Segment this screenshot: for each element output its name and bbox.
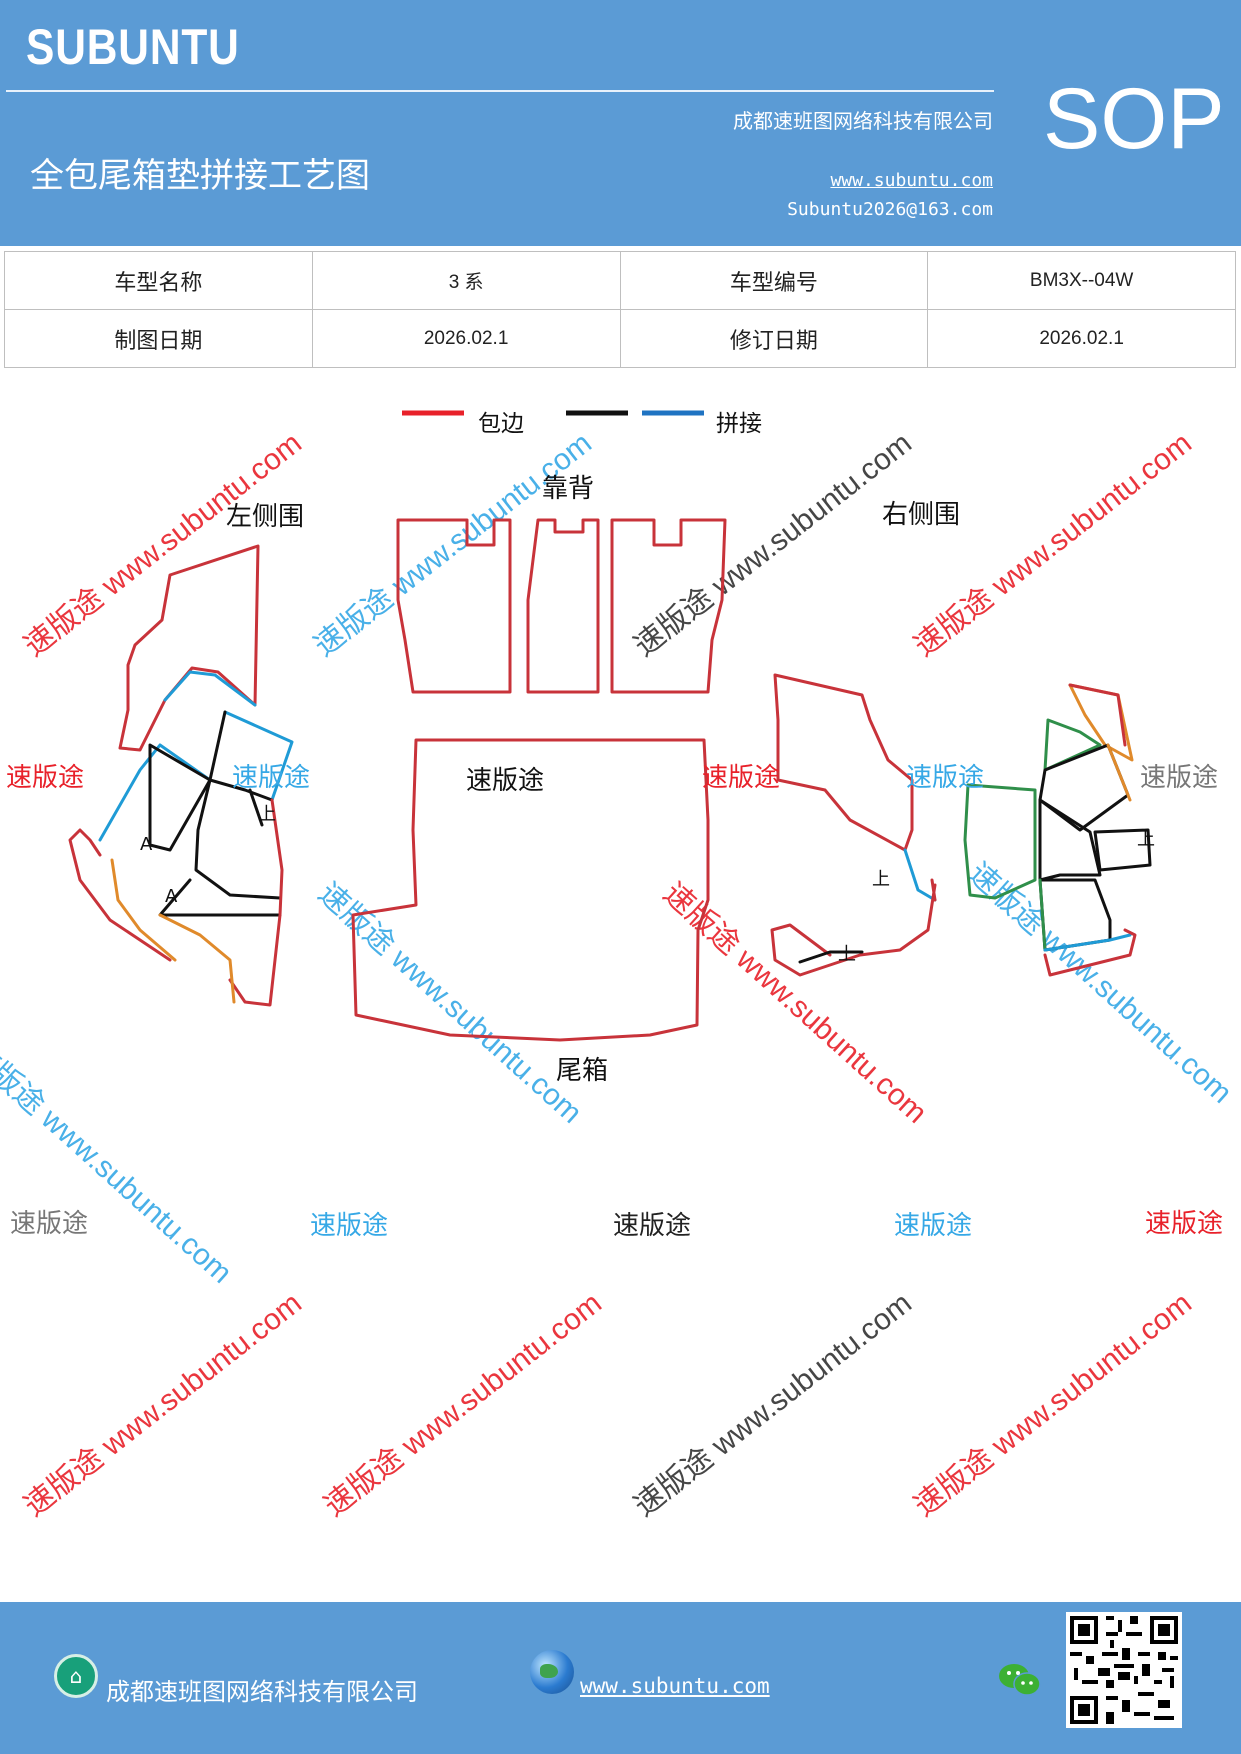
watermark-text: 速版途 [232,763,311,793]
watermark-text: 速版途 [6,763,85,793]
page-title: 全包尾箱垫拼接工艺图 [30,156,370,196]
watermark-text: 速版途 [702,763,781,793]
draw-date-label: 制图日期 [4,309,313,368]
trunk-floor-panel [351,738,710,1042]
trunk-watermark-text: 速版途 [466,766,545,796]
revise-date-label: 修订日期 [619,309,929,368]
brand-logo: SUBUNTU [26,19,240,75]
qr-code[interactable] [1066,1612,1182,1728]
watermark-text: 速版途 [310,1211,389,1241]
watermark-text: 速版途 [1145,1209,1224,1239]
sop-label: SOP [1043,71,1225,167]
watermark-text: 速版途 [10,1209,89,1239]
header-email: Subuntu2026@163.com [787,199,993,220]
backrest-panels [396,518,727,694]
header-website-link[interactable]: www.subuntu.com [830,170,993,191]
watermark-text: 速版途 [894,1211,973,1241]
watermark-text: 速版途 [906,763,985,793]
table-row: 车型名称 3 系 车型编号 BM3X--04W [4,251,1236,310]
model-code-label: 车型编号 [619,251,929,310]
model-code-value: BM3X--04W [927,251,1236,310]
marker-top: 上 [258,804,276,825]
right-inner-panels [770,673,937,977]
marker-top: 上 [872,869,890,890]
legend-hem-label: 包边 [478,411,524,437]
home-icon: ⌂ [54,1654,98,1698]
globe-icon [530,1650,574,1694]
left-side-label: 左侧围 [226,502,305,532]
header-banner: SUBUNTU 成都速班图网络科技有限公司 SOP 全包尾箱垫拼接工艺图 www… [0,0,1241,246]
legend-splice-label: 拼接 [716,411,762,437]
marker-a: A [165,886,178,907]
backrest-label: 靠背 [542,474,595,504]
table-row: 制图日期 2026.02.1 修订日期 2026.02.1 [4,309,1236,368]
left-side-panels [68,544,294,1007]
model-name-label: 车型名称 [4,251,313,310]
right-side-label: 右侧围 [882,500,961,530]
footer-company: 成都速班图网络科技有限公司 [106,1678,418,1706]
header-company: 成都速班图网络科技有限公司 [733,109,993,133]
right-side-panels [963,683,1152,977]
watermark-text: 速版途 [613,1211,692,1241]
footer-website-link[interactable]: www.subuntu.com [580,1674,770,1698]
draw-date-value: 2026.02.1 [311,309,621,368]
marker-top: 上 [838,944,856,965]
wechat-icon[interactable] [998,1662,1042,1698]
marker-top: 上 [1137,829,1155,850]
marker-a: A [140,834,153,855]
watermark-text: 速版途 [1140,763,1219,793]
trunk-label: 尾箱 [556,1056,609,1086]
model-name-value: 3 系 [311,251,621,310]
footer-banner: ⌂ 成都速班图网络科技有限公司 www.subuntu.com [0,1602,1241,1754]
revise-date-value: 2026.02.1 [927,309,1236,368]
info-table: 车型名称 3 系 车型编号 BM3X--04W 制图日期 2026.02.1 修… [4,251,1236,368]
header-divider [6,90,994,92]
